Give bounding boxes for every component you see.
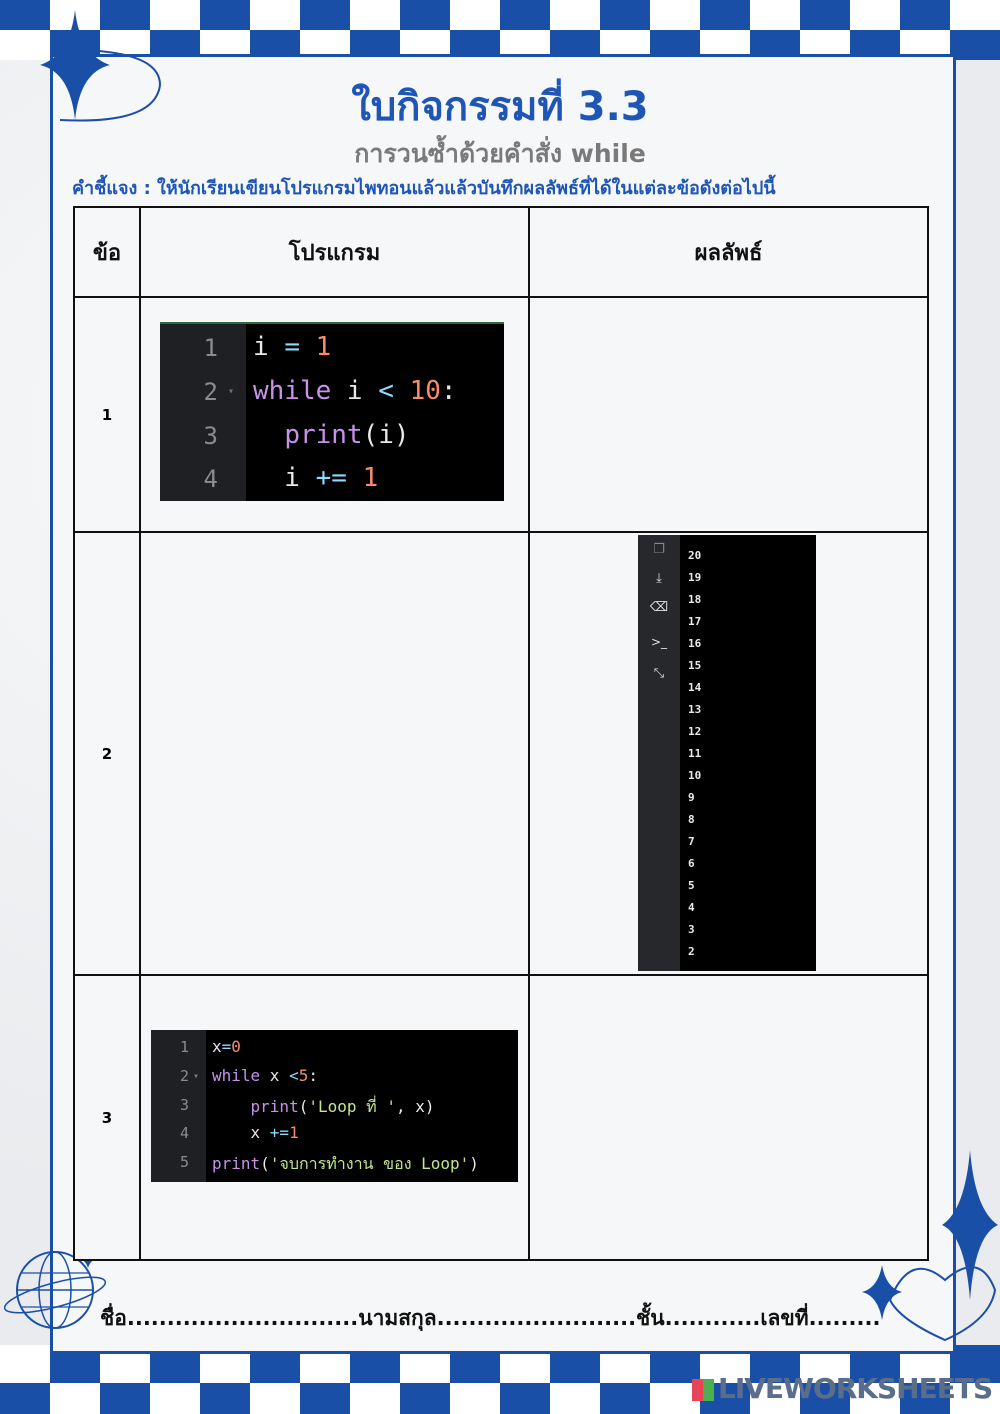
header-result: ผลลัพธ์ (528, 206, 929, 298)
code-line-2: while x <5: (212, 1066, 318, 1085)
output-line: 14 (688, 681, 702, 694)
logo-text: LIVEWORKSHEETS (718, 1372, 993, 1405)
code-line-2: while i < 10: (253, 376, 457, 406)
eraser-icon[interactable]: ⌫ (649, 600, 669, 615)
row-number: 3 (73, 974, 141, 1261)
collapse-icon[interactable]: ⤡ (653, 666, 665, 681)
header-program: โปรแกรม (139, 206, 530, 298)
output-line: 12 (688, 725, 702, 738)
page-subtitle: การวนซ้ำด้วยคำสั่ง while (354, 139, 646, 168)
line-number: 5 (179, 1153, 189, 1171)
logo-mark-icon (692, 1379, 714, 1401)
terminal-icon[interactable]: >_ (650, 635, 668, 649)
fold-arrow-icon: ▾ (193, 1071, 200, 1082)
output-line: 2 (688, 945, 695, 958)
code-line-4: x +=1 (212, 1123, 299, 1142)
student-info-line: ชื่อ.............................นามสกุล… (100, 1306, 881, 1330)
result-answer-cell[interactable] (528, 296, 929, 533)
output-line: 17 (688, 615, 702, 628)
line-number: 1 (203, 334, 218, 362)
code-block-3: 1 2 ▾ 3 4 5 x=0 while x <5: print('Loop … (151, 1030, 518, 1182)
line-number: 1 (179, 1038, 189, 1056)
output-line: 19 (688, 571, 702, 584)
output-line: 9 (688, 791, 695, 804)
code-block-1: 1 2 ▾ 3 4 i = 1 while i < 10: print(i) i… (160, 322, 504, 501)
output-line: 4 (688, 901, 695, 914)
terminal-toolbar: ❐ ⤓ ⌫ >_ ⤡ (638, 535, 680, 971)
output-line: 3 (688, 923, 695, 936)
output-line: 7 (688, 835, 695, 848)
code-line-1: x=0 (212, 1037, 241, 1056)
output-line: 11 (688, 747, 702, 760)
line-number: 4 (203, 465, 218, 493)
code-line-3: print('Loop ที่ ', x) (250, 1097, 435, 1116)
terminal-output: 20 19 18 17 16 15 14 13 12 11 10 9 8 7 6 5 4 3 2 (688, 545, 701, 963)
output-line: 18 (688, 593, 702, 606)
fold-arrow-icon: ▾ (228, 386, 235, 397)
output-line: 13 (688, 703, 702, 716)
line-number: 2 (179, 1067, 189, 1085)
output-line: 20 (688, 549, 702, 562)
copy-icon[interactable]: ❐ (653, 542, 665, 557)
code-line-1: i = 1 (253, 332, 332, 362)
code-line-3: print(i) (284, 420, 410, 450)
download-icon[interactable]: ⤓ (656, 571, 662, 586)
liveworksheets-logo: LIVEWORKSHEETS (692, 1372, 993, 1405)
program-answer-cell[interactable] (139, 531, 530, 976)
result-answer-cell[interactable] (528, 974, 929, 1261)
instruction-text: คำชี้แจง : ให้นักเรียนเขียนโปรแกรมไพทอนแ… (72, 178, 776, 199)
code-line-5: print('จบการทำงาน ของ Loop') (212, 1154, 479, 1173)
output-line: 5 (688, 879, 695, 892)
line-number: 3 (203, 422, 218, 450)
page-title: ใบกิจกรรมที่ 3.3 (351, 84, 649, 130)
output-line: 15 (688, 659, 702, 672)
bottom-checker-border (0, 1345, 1000, 1414)
output-line: 16 (688, 637, 702, 650)
row-number: 2 (73, 531, 141, 976)
code-line-4: i += 1 (253, 463, 379, 493)
table-header-row: ข้อ โปรแกรม ผลลัพธ์ (73, 206, 929, 298)
output-line: 10 (688, 769, 702, 782)
output-terminal: ❐ ⤓ ⌫ >_ ⤡ 20 19 18 17 16 15 14 13 12 11 10 9 8 7 6 5 4 3… (638, 535, 816, 971)
line-number: 3 (179, 1096, 189, 1114)
line-number: 4 (179, 1124, 189, 1142)
row-number: 1 (73, 296, 141, 533)
sparkle-star-decoration-right (862, 1150, 998, 1342)
top-checker-border (0, 0, 1000, 60)
line-number: 2 (203, 378, 218, 406)
header-item-number: ข้อ (73, 206, 141, 298)
output-line: 8 (688, 813, 695, 826)
sparkle-star-decoration (40, 10, 162, 122)
output-line: 6 (688, 857, 695, 870)
